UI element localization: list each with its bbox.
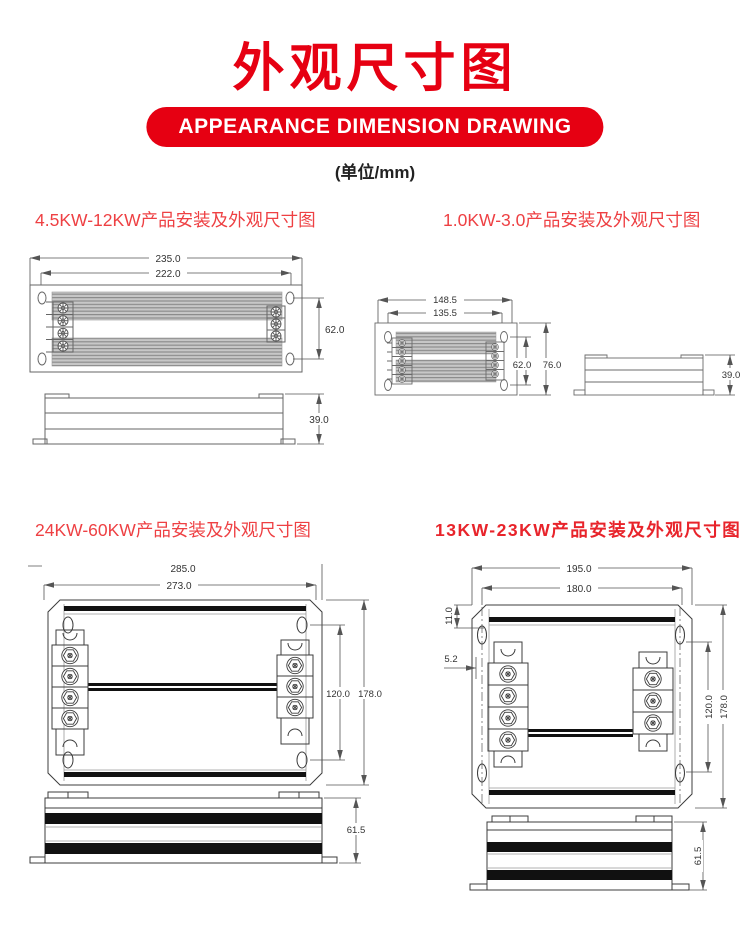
section-title-4_5-12kw: 4.5KW-12KW产品安装及外观尺寸图: [35, 210, 316, 230]
dim-label-body-height: 76.0: [543, 360, 562, 371]
mounting-hole: [37, 291, 47, 305]
dim-label-mount-height: 120.0: [704, 695, 715, 719]
section-title-24-60kw: 24KW-60KW产品安装及外观尺寸图: [35, 520, 311, 540]
dim-heights: 120.0 178.0: [310, 599, 385, 786]
dim-label-inner-width: 135.5: [433, 308, 457, 319]
side-view: 39.0: [32, 393, 333, 445]
dim-lines-top: 235.0 222.0: [29, 252, 303, 285]
mounting-hole: [477, 763, 487, 783]
mounting-hole: [285, 352, 295, 366]
drawing-13-23kw: 195.0 180.0: [440, 562, 730, 891]
dim-label-outer-width: 285.0: [170, 564, 195, 575]
section-title-13-23kw: 13KW-23KW产品安装及外观尺寸图: [435, 520, 742, 540]
dim-label-body-height: 178.0: [358, 689, 382, 700]
dim-label-outer-width: 148.5: [433, 295, 457, 306]
page-title: 外观尺寸图: [232, 40, 518, 98]
top-view: [471, 604, 693, 809]
mounting-hole: [285, 291, 295, 305]
dim-heights: 120.0 178.0: [686, 604, 730, 809]
dim-label-mount-height: 62.0: [513, 360, 532, 371]
dim-lines-top: 285.0 273.0: [28, 556, 323, 600]
side-view: 39.0: [573, 354, 744, 396]
dim-label-corner-offset-v: 11.0: [444, 607, 455, 625]
terminal-block-left: [387, 337, 413, 385]
section-title-1-3kw: 1.0KW-3.0产品安装及外观尺寸图: [443, 210, 701, 230]
mounting-hole: [675, 763, 685, 783]
terminal-block-left: [487, 641, 529, 768]
top-view: [29, 284, 303, 373]
mounting-hole: [675, 625, 685, 645]
subtitle-banner: APPEARANCE DIMENSION DRAWING: [146, 107, 604, 147]
dim-label-body-height: 178.0: [719, 695, 730, 719]
dim-label-inner-width: 222.0: [155, 269, 180, 280]
dim-label-mount-height: 120.0: [326, 689, 350, 700]
mounting-hole: [384, 379, 392, 391]
terminal-block-right: [266, 305, 286, 343]
dim-label-side-height: 39.0: [309, 415, 329, 426]
dim-label-side-height: 61.5: [347, 825, 366, 836]
dim-label-side-height: 61.5: [693, 847, 704, 866]
mounting-hole: [62, 751, 74, 769]
unit-label: (单位/mm): [334, 163, 416, 182]
dim-mount-height: 62.0: [293, 297, 351, 360]
dim-label-inner-width: 180.0: [566, 584, 591, 595]
mounting-hole: [500, 379, 508, 391]
dim-label-outer-width: 235.0: [155, 254, 180, 265]
top-view: [374, 322, 518, 396]
mounting-hole: [37, 352, 47, 366]
terminal-block-left: [51, 629, 89, 756]
side-view: 61.5: [469, 815, 707, 891]
terminal-block-right: [632, 651, 674, 752]
terminal-block-left: [46, 301, 74, 353]
dim-label-outer-width: 195.0: [566, 564, 591, 575]
dim-label-corner-offset-h: 5.2: [444, 654, 457, 665]
mounting-hole: [384, 331, 392, 343]
dim-label-side-height: 39.0: [722, 370, 741, 381]
dim-lines-top: 148.5 135.5: [377, 294, 513, 323]
dim-heights: 62.0 76.0: [508, 322, 565, 396]
dim-label-mount-height: 62.0: [325, 325, 345, 336]
dim-lines-top: 195.0 180.0: [471, 562, 693, 605]
terminal-block-right: [276, 639, 314, 745]
drawing-4_5-12kw: 235.0 222.0: [29, 252, 351, 445]
mounting-hole: [296, 751, 308, 769]
top-view: [47, 599, 323, 786]
drawing-1-3kw: 148.5 135.5: [374, 294, 744, 396]
dim-label-inner-width: 273.0: [166, 581, 191, 592]
mounting-hole: [62, 616, 74, 634]
mounting-hole: [500, 331, 508, 343]
mounting-hole: [477, 625, 487, 645]
side-view: 61.5: [29, 791, 370, 864]
dim-left-offsets: 11.0 5.2: [440, 601, 484, 679]
terminal-block-right: [485, 341, 505, 381]
mounting-hole: [296, 616, 308, 634]
drawing-24-60kw: 285.0 273.0: [28, 556, 385, 864]
